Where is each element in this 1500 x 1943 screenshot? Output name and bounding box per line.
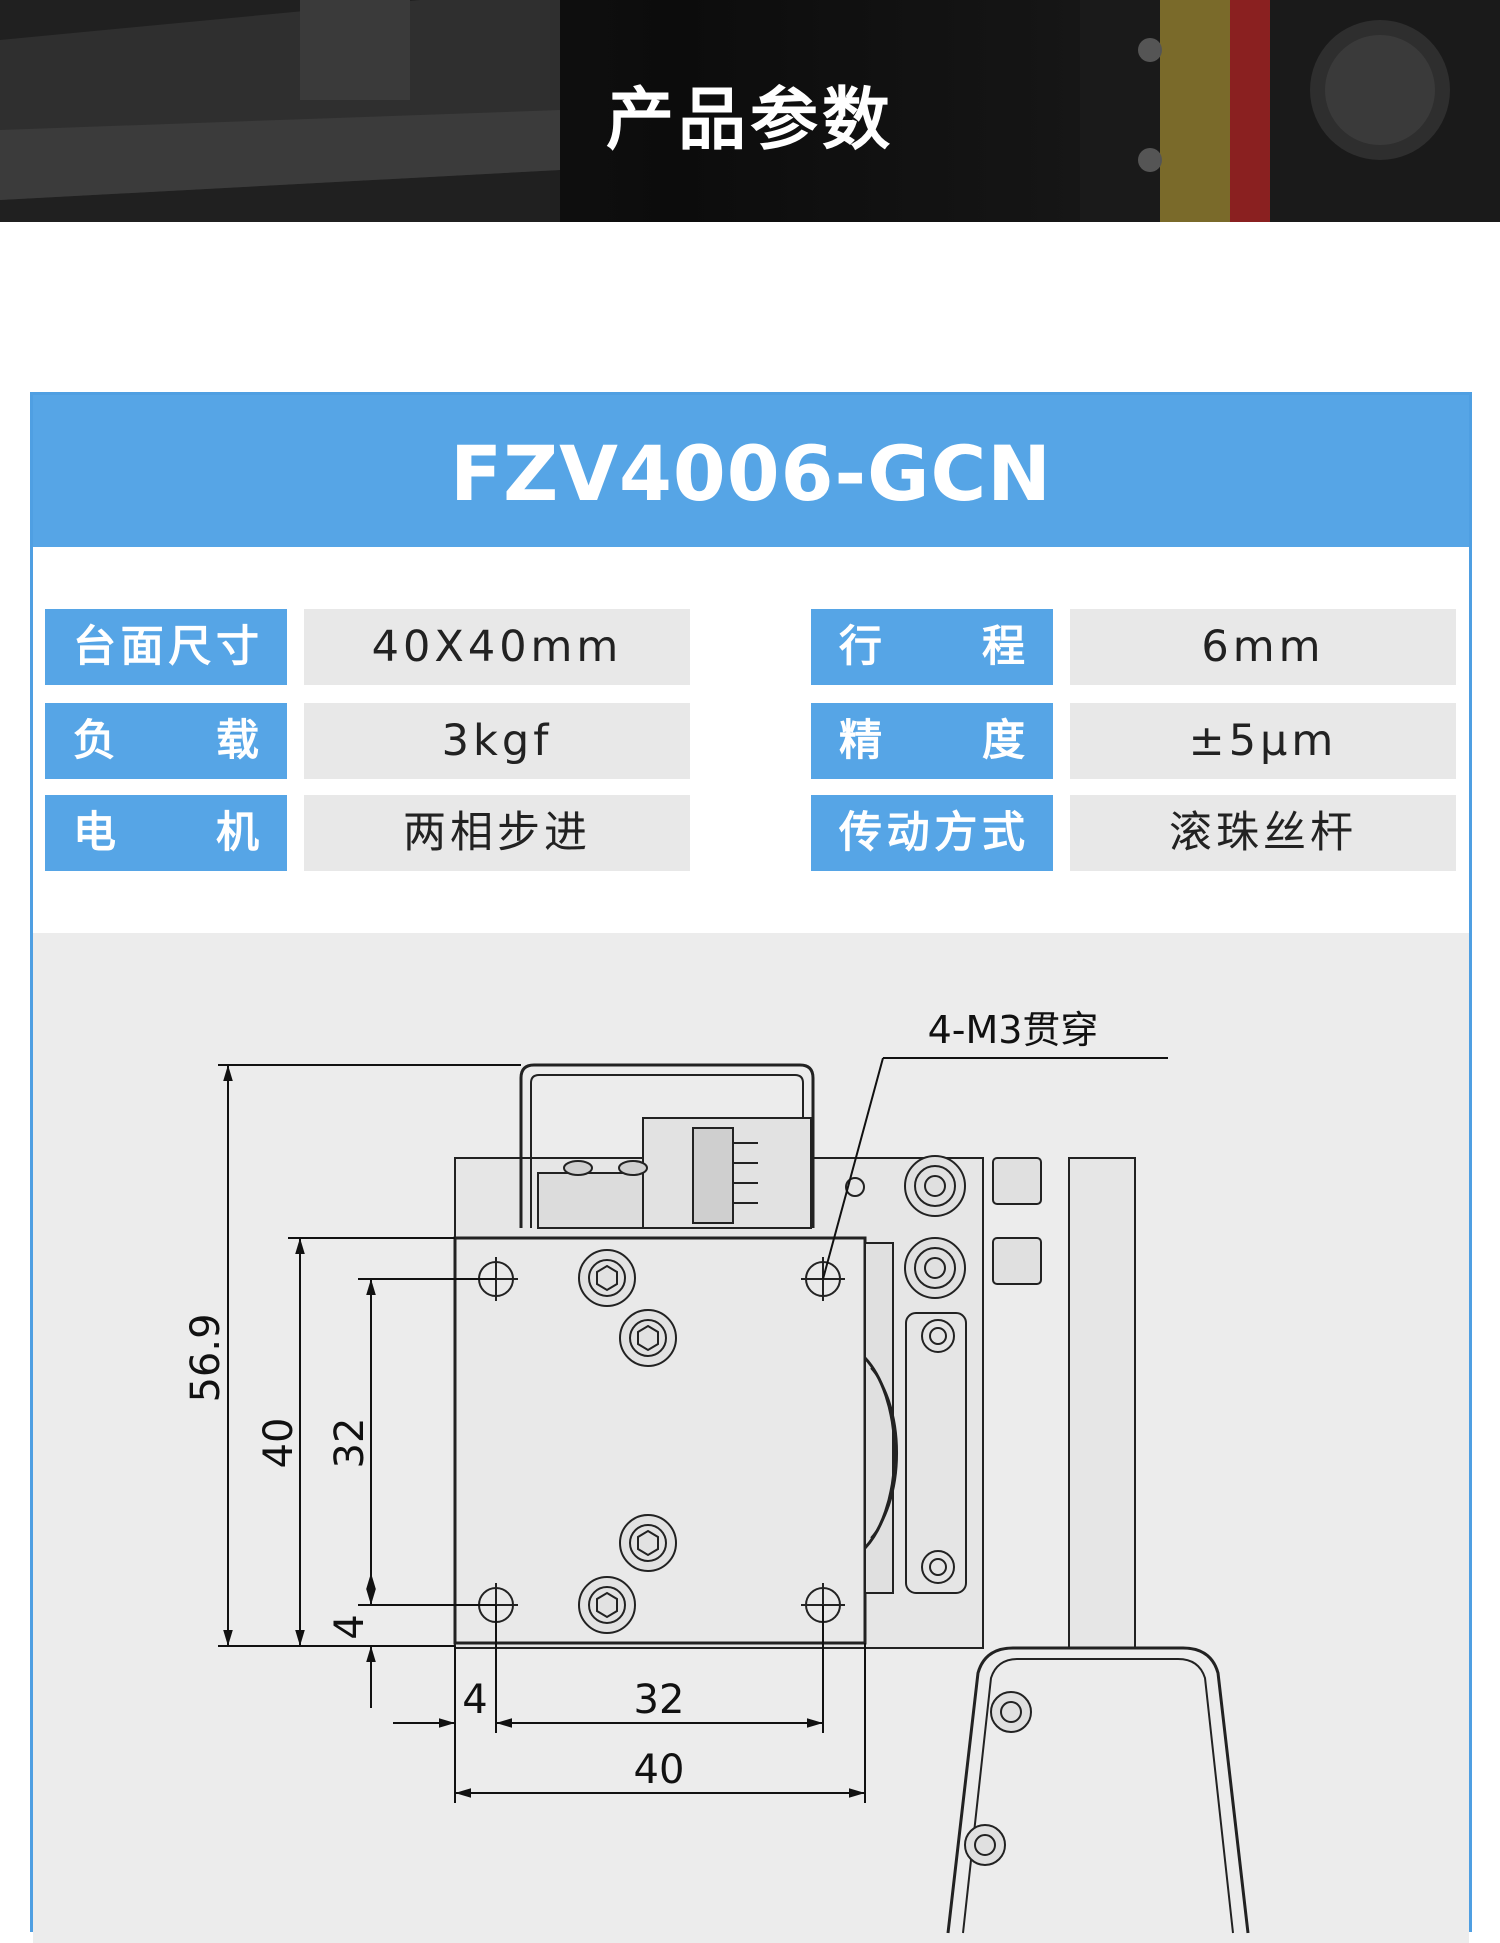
vertical-post <box>1068 1157 1136 1649</box>
model-header: FZV4006-GCN <box>33 395 1469 547</box>
spec-label-stroke: 行 程 <box>811 609 1053 685</box>
spec-label-char: 台 <box>73 622 116 672</box>
spec-label-char: 传 <box>839 808 882 858</box>
spec-value-accuracy: ±5μm <box>1070 703 1456 779</box>
spec-label-drive: 传 动 方 式 <box>811 795 1053 871</box>
spec-label-char: 机 <box>216 808 259 858</box>
dim-hole-offset-horizontal: 4 <box>462 1677 487 1723</box>
dim-table-width: 40 <box>634 1747 685 1793</box>
hole-annotation: 4-M3贯穿 <box>928 1008 1099 1052</box>
spec-value-drive: 滚珠丝杆 <box>1070 795 1456 871</box>
spec-card: FZV4006-GCN 台 面 尺 寸 40X40mm 行 程 6mm 负 载 … <box>30 392 1472 1943</box>
table-top <box>453 1236 867 1645</box>
spec-label-char: 度 <box>982 716 1025 766</box>
spec-label-char: 电 <box>73 808 116 858</box>
spec-label-char: 式 <box>981 808 1025 858</box>
dim-overall-height: 56.9 <box>183 1313 229 1402</box>
spec-label-char: 尺 <box>168 622 212 672</box>
dimension-lines <box>218 1057 1168 1803</box>
spec-label-char: 负 <box>73 716 116 766</box>
spec-value-table-size: 40X40mm <box>304 609 690 685</box>
dimension-drawing-svg: 56.9 40 32 4 4 32 40 4-M3贯穿 <box>183 1008 1250 1934</box>
page-title: 产品参数 <box>605 81 894 160</box>
spec-label-char: 载 <box>216 716 259 766</box>
dim-hole-pitch-horizontal: 32 <box>634 1677 685 1723</box>
connector <box>692 1127 734 1224</box>
dim-hole-pitch-vertical: 32 <box>327 1418 373 1469</box>
spec-label-char: 精 <box>839 716 882 766</box>
model-title: FZV4006-GCN <box>450 429 1052 518</box>
bottom-bracket <box>946 1646 1250 1934</box>
spec-label-table-size: 台 面 尺 寸 <box>45 609 287 685</box>
hex-screws <box>578 1249 677 1634</box>
spec-value-stroke: 6mm <box>1070 609 1456 685</box>
hero-product-photo <box>0 0 1500 222</box>
spec-label-char: 方 <box>934 808 978 858</box>
technical-drawing: 56.9 40 32 4 4 32 40 4-M3贯穿 <box>33 933 1469 1943</box>
spec-label-char: 程 <box>982 622 1025 672</box>
spec-label-char: 动 <box>886 808 930 858</box>
top-bracket-inner <box>530 1074 804 1228</box>
spec-value-motor: 两相步进 <box>304 795 690 871</box>
dim-hole-offset-vertical: 4 <box>327 1614 373 1639</box>
hero-banner: 产品参数 <box>0 0 1500 222</box>
spec-label-char: 寸 <box>215 622 259 672</box>
spec-value-load: 3kgf <box>304 703 690 779</box>
spec-label-accuracy: 精 度 <box>811 703 1053 779</box>
top-bracket <box>519 1063 815 1228</box>
dim-table-height: 40 <box>256 1418 302 1469</box>
spec-label-char: 行 <box>839 622 882 672</box>
spec-label-motor: 电 机 <box>45 795 287 871</box>
spec-label-load: 负 载 <box>45 703 287 779</box>
spec-label-char: 面 <box>120 622 164 672</box>
